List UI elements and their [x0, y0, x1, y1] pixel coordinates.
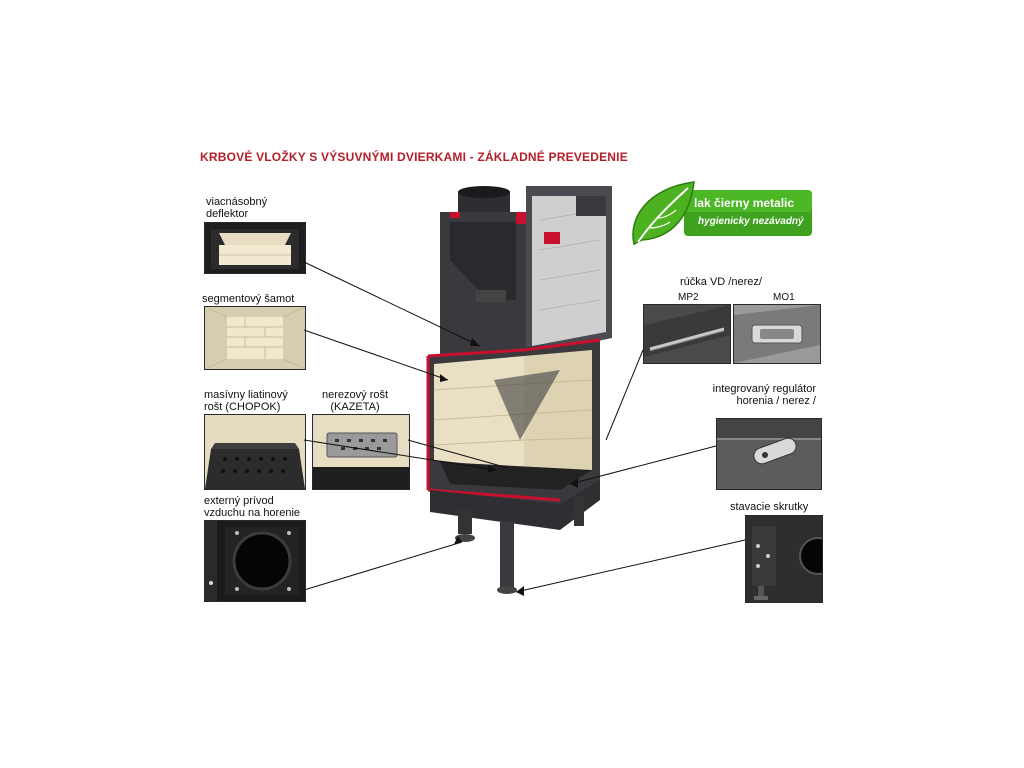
thumb-rost-cast — [204, 414, 306, 490]
rost-steel-image — [313, 415, 409, 489]
label-deflector: viacnásobný deflektor — [206, 196, 268, 220]
label-rost-cast: masívny liatinový rošt (CHOPOK) — [204, 389, 288, 413]
leaf-icon — [632, 181, 695, 246]
paint-badge: lak čierny metalic hygienicky nezávadný — [628, 178, 818, 250]
badge-line2: hygienicky nezávadný — [698, 216, 804, 227]
arrowheads — [440, 338, 578, 596]
thumb-samot — [204, 306, 306, 370]
label-mo1: MO1 — [773, 292, 795, 303]
label-mp2: MP2 — [678, 292, 699, 303]
label-samot: segmentový šamot — [202, 293, 295, 305]
pointer-lines — [303, 261, 746, 593]
label-screws: stavacie skrutky — [730, 501, 809, 513]
thumb-handle-mp2 — [643, 304, 731, 364]
thumb-air-intake — [204, 520, 306, 602]
air-intake-image — [205, 521, 305, 601]
label-rost-steel: nerezový rošt (KAZETA) — [322, 389, 389, 413]
page-title: KRBOVÉ VLOŽKY S VÝSUVNÝMI DVIERKAMI - ZÁ… — [200, 150, 628, 164]
handle-mp2-image — [644, 305, 730, 363]
thumb-screws — [745, 515, 823, 603]
label-regulator: integrovaný regulátor horenia / nerez / — [712, 383, 816, 407]
label-air-intake: externý prívod vzduchu na horenie — [204, 495, 301, 519]
regulator-image — [717, 419, 821, 489]
fireplace-insert — [426, 186, 612, 594]
samot-image — [205, 307, 305, 369]
thumb-handle-mo1 — [733, 304, 821, 364]
deflector-image — [211, 229, 299, 269]
thumb-deflector — [204, 222, 306, 274]
thumb-rost-steel — [312, 414, 410, 490]
label-handle: rúčka VD /nerez/ — [680, 276, 762, 288]
rost-cast-image — [205, 415, 305, 489]
handle-mo1-image — [734, 305, 820, 363]
thumb-regulator — [716, 418, 822, 490]
badge-line1: lak čierny metalic — [694, 196, 795, 210]
screws-image — [746, 516, 822, 602]
badge-graphic — [628, 178, 818, 250]
